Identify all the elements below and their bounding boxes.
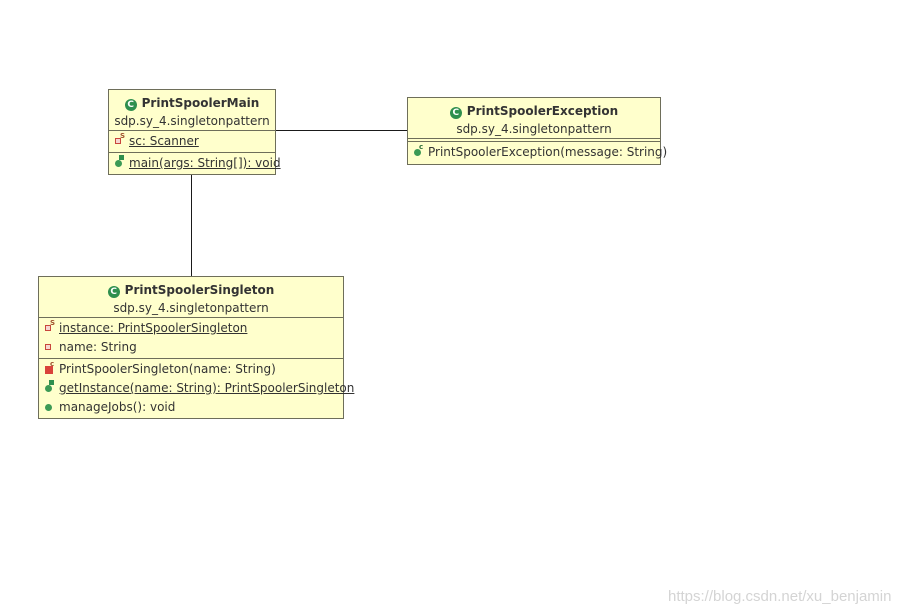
class-header: C PrintSpoolerException sdp.sy_4.singleto…: [408, 98, 660, 138]
public-method-icon: [414, 149, 421, 156]
class-box-print-spooler-main[interactable]: C PrintSpoolerMain sdp.sy_4.singletonpatt…: [108, 89, 281, 175]
class-package: sdp.sy_4.singletonpattern: [113, 301, 269, 315]
class-box-print-spooler-singleton[interactable]: C PrintSpoolerSingleton sdp.sy_4.singleto…: [38, 276, 354, 419]
method-row[interactable]: c PrintSpoolerSingleton(name: String): [39, 360, 343, 379]
method-row[interactable]: manageJobs(): void: [39, 398, 343, 417]
field-text: sc: Scanner: [129, 134, 199, 148]
association-main-singleton: [191, 174, 192, 276]
private-field-icon: [115, 138, 121, 144]
method-row[interactable]: main(args: String[]): void: [109, 154, 281, 173]
class-name: PrintSpoolerMain: [141, 96, 260, 110]
method-row[interactable]: getInstance(name: String): PrintSpoolerS…: [39, 379, 354, 398]
private-field-icon: [45, 344, 51, 350]
fields-section: S sc: Scanner: [109, 130, 275, 152]
class-box-print-spooler-exception[interactable]: C PrintSpoolerException sdp.sy_4.singleto…: [407, 97, 667, 165]
class-package: sdp.sy_4.singletonpattern: [114, 114, 270, 128]
class-title: C PrintSpoolerException: [408, 102, 660, 120]
field-text: instance: PrintSpoolerSingleton: [59, 321, 248, 335]
static-modifier-icon: S: [50, 319, 56, 327]
class-header: C PrintSpoolerSingleton sdp.sy_4.singleto…: [39, 277, 343, 317]
field-text: name: String: [59, 340, 137, 354]
public-method-icon: [45, 385, 52, 392]
private-field-icon: [45, 325, 51, 331]
private-method-icon: [45, 366, 53, 374]
method-text: getInstance(name: String): PrintSpoolerS…: [59, 381, 355, 395]
class-name: PrintSpoolerException: [466, 104, 619, 118]
method-row[interactable]: c PrintSpoolerException(message: String): [408, 143, 667, 162]
class-icon: C: [124, 99, 137, 111]
constructor-modifier-icon: c: [419, 143, 424, 151]
watermark-text: https://blog.csdn.net/xu_benjamin: [668, 588, 892, 605]
method-text: PrintSpoolerException(message: String): [428, 145, 668, 159]
static-modifier-icon: [119, 155, 124, 160]
class-package: sdp.sy_4.singletonpattern: [456, 122, 612, 136]
field-row[interactable]: S sc: Scanner: [109, 132, 275, 151]
fields-section: S instance: PrintSpoolerSingleton name: …: [39, 317, 343, 358]
class-title: C PrintSpoolerSingleton: [39, 281, 343, 299]
methods-section: c PrintSpoolerSingleton(name: String) ge…: [39, 358, 354, 418]
class-header: C PrintSpoolerMain sdp.sy_4.singletonpatt…: [109, 90, 275, 130]
class-icon: C: [449, 107, 462, 119]
public-method-icon: [115, 160, 122, 167]
method-text: PrintSpoolerSingleton(name: String): [59, 362, 276, 376]
methods-section: main(args: String[]): void: [109, 152, 281, 174]
class-icon: C: [107, 286, 120, 298]
public-method-icon: [45, 404, 52, 411]
association-main-exception: [275, 130, 407, 131]
method-text: manageJobs(): void: [59, 400, 176, 414]
static-modifier-icon: [49, 380, 54, 385]
fields-section: [408, 138, 660, 141]
constructor-modifier-icon: c: [50, 360, 55, 368]
method-text: main(args: String[]): void: [129, 156, 281, 170]
static-modifier-icon: S: [120, 132, 126, 140]
class-title: C PrintSpoolerMain: [109, 94, 275, 112]
class-name: PrintSpoolerSingleton: [124, 283, 275, 297]
field-row[interactable]: S instance: PrintSpoolerSingleton: [39, 319, 343, 338]
methods-section: c PrintSpoolerException(message: String): [408, 141, 667, 163]
field-row[interactable]: name: String: [39, 338, 343, 357]
